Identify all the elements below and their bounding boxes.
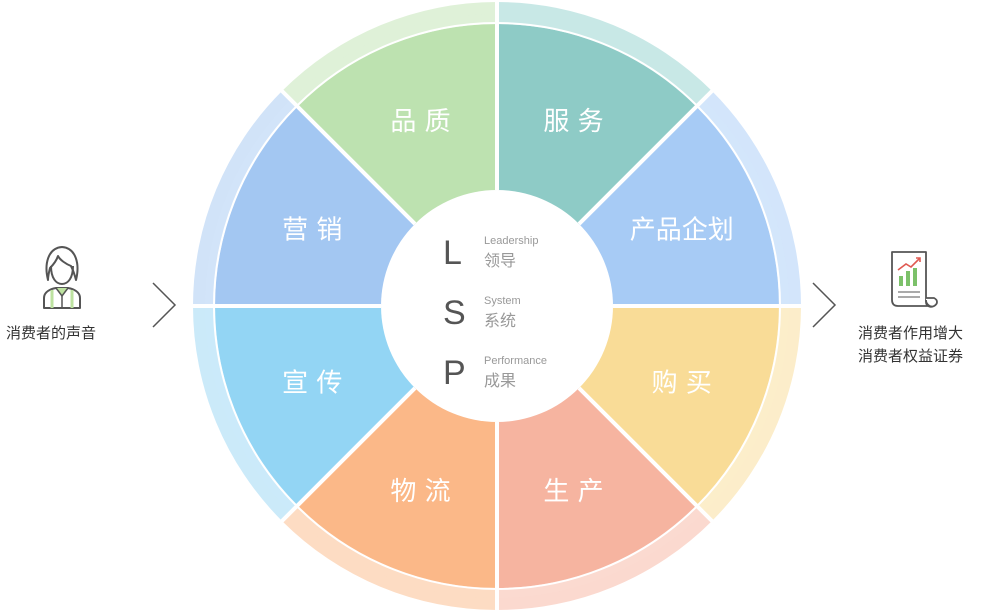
center-chinese: 系统 (484, 311, 516, 330)
segment-wedge (497, 24, 697, 227)
segment-wedge (576, 106, 779, 306)
chevron-right-icon (152, 282, 177, 328)
center-english: Performance (484, 355, 547, 367)
chevron-right-icon (812, 282, 837, 328)
consumer-voice-label: 消费者的声音 (6, 324, 97, 342)
segment-label: 营 销 (282, 215, 342, 245)
segment-label: 物 流 (390, 477, 450, 507)
consumer-icon (43, 246, 81, 309)
segment-divider (577, 386, 715, 524)
segment-divider (577, 88, 715, 226)
segment-label: 服 务 (543, 107, 603, 137)
segment-wedge (215, 306, 418, 506)
center-item: P Performance 成果 (443, 354, 547, 392)
consumer-influence-label: 消费者作用增大 (858, 324, 964, 342)
segment-label: 购 买 (652, 369, 712, 399)
ring-gap (213, 22, 781, 590)
segment-divider (279, 386, 417, 524)
center-english: Leadership (484, 235, 538, 247)
center-letter: P (443, 354, 466, 392)
report-document-icon (891, 251, 938, 308)
center-item: L Leadership 领导 (443, 234, 538, 272)
segment-label: 品 质 (390, 107, 450, 137)
consumer-rights-label: 消费者权益证券 (858, 347, 964, 365)
center-letter: S (443, 294, 466, 332)
center-letter: L (443, 234, 462, 272)
segment-label: 产品企划 (630, 215, 734, 245)
center-chinese: 成果 (484, 371, 516, 390)
segment-wedge (497, 385, 697, 588)
segment-label: 生 产 (543, 477, 603, 507)
center-english: System (484, 295, 521, 307)
segment-label: 宣 传 (282, 369, 342, 399)
segment-divider (279, 88, 417, 226)
segment-wedge (297, 385, 497, 588)
segment-wedge (215, 106, 418, 306)
center-item: S System 系统 (443, 294, 521, 332)
center-circle (381, 190, 613, 422)
segment-wedge (297, 24, 497, 227)
center-chinese: 领导 (484, 251, 516, 270)
segment-wedge (576, 306, 779, 506)
